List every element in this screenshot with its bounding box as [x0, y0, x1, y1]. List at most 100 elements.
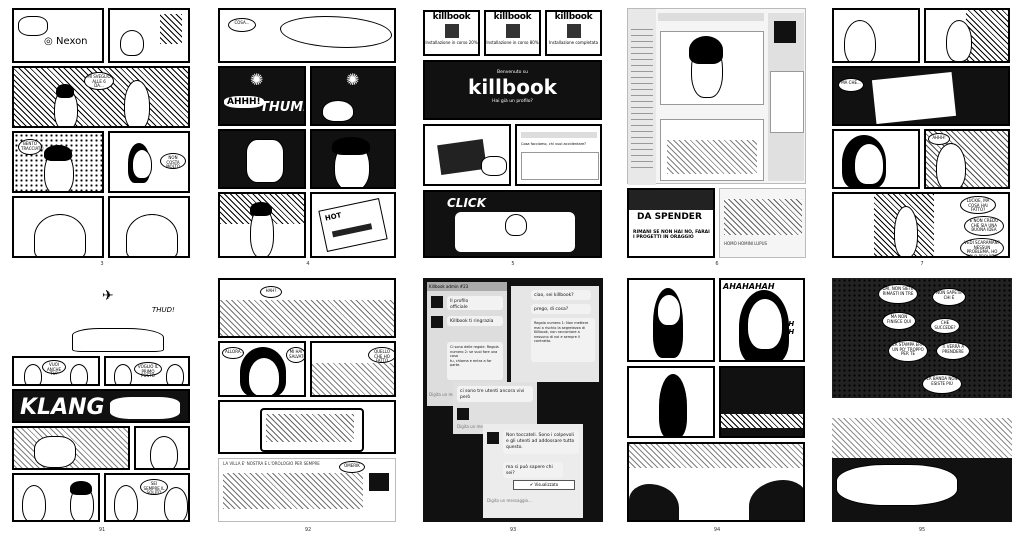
speech-bubble: QUELLO CHE HO FATTO	[368, 347, 394, 363]
avatar	[431, 316, 443, 328]
panel: MA CHE...	[832, 66, 1010, 126]
user-icon	[566, 24, 581, 38]
panel	[108, 196, 190, 258]
panel	[719, 366, 805, 438]
panel: AHHH!	[924, 129, 1010, 189]
panel	[310, 129, 396, 189]
comic-page-4: COSA... ✺ AHHH! THUMP ✺ HOT	[218, 8, 398, 258]
panel: DA SPENDER RIMANI SE NON HAI NO, FARAI I…	[627, 188, 715, 258]
panel: KLANG	[12, 389, 190, 423]
chat-message: ma si può sapere chi sei?	[503, 462, 563, 478]
sfx-text: CLICK	[447, 196, 487, 210]
post-card: HOMO HOMINI LUPUS	[719, 188, 806, 258]
nexon-label: Nexon	[56, 36, 88, 47]
panel: ✺	[310, 66, 396, 126]
page-number: 3	[100, 261, 104, 267]
speech-bubble: COSA...	[228, 18, 256, 32]
phone-screen-text: HOT	[324, 211, 343, 223]
panel: VUOI ANCHE TU?	[12, 356, 100, 386]
panel	[218, 192, 306, 258]
speech-bubble: VOGLIO IL PRIMO POSTO	[134, 362, 162, 378]
killbook-banner-title: killbook	[468, 75, 557, 99]
chat-message: Killbook ti ringrazia	[447, 316, 503, 326]
panel: QUELLO CHE HO FATTO	[310, 341, 396, 397]
comic-page-94: AHAHAHAH AH AH	[627, 278, 807, 522]
user-icon	[444, 24, 459, 38]
panel: AHAHAHAH AH AH	[719, 278, 805, 362]
speech-bubble: TI VERRÀ A PRENDERE	[936, 342, 970, 360]
sfx-text: THUMP	[260, 100, 304, 115]
page-number: 93	[509, 527, 517, 533]
panel: VOGLIO IL PRIMO POSTO	[104, 356, 190, 386]
seen-button[interactable]: ✔ Visualizzato	[513, 480, 575, 490]
speech-bubble: CHE SUCCEDE?	[930, 318, 960, 334]
message-input[interactable]: Digita un messaggio...	[457, 424, 502, 429]
panel	[627, 278, 715, 362]
message-input[interactable]: Digita un messaggio...	[487, 498, 532, 503]
panel: Cosa facciamo, chi vuoi accidentare?	[515, 124, 602, 186]
page-number: 95	[918, 527, 926, 533]
caption: LA VILLA E' NOSTRA E L'OROLOGIO PER SEMP…	[223, 461, 320, 466]
comic-page-5: killbook Installazione in corso 20% kill…	[423, 8, 603, 258]
chat-message: Regola numero 1: Non mettere mai a risch…	[531, 318, 595, 362]
chat-window: Non toccateli. Sono i colpevoli e gli ut…	[483, 424, 583, 518]
speech-bubble: NON COSTA MOLTO	[160, 153, 186, 169]
killbook-logo: killbook	[432, 12, 471, 22]
sfx-text: KLANG	[20, 395, 105, 420]
user-icon	[505, 24, 520, 38]
caption: RIMANI SE NON HAI NO, FARAI I PROGETTI I…	[633, 230, 710, 240]
avatar	[431, 296, 443, 308]
page-number: 6	[715, 261, 719, 267]
form-label: Cosa facciamo, chi vuoi accidentare?	[521, 142, 586, 146]
killbook-banner: Benvenuto su killbook Hai già un profilo…	[423, 60, 602, 120]
speech-bubble: HAH?	[260, 286, 282, 298]
chat-window: Killbook admin #23 Il profilo officiale …	[427, 282, 507, 406]
comic-page-93: Killbook admin #23 Il profilo officiale …	[423, 278, 603, 522]
sign-text: DA SPENDER	[637, 212, 702, 222]
panel	[108, 8, 190, 63]
chat-window: ciao, sei killbook? prego, di cosa? Rego…	[511, 286, 599, 382]
killbook-logo: killbook	[554, 12, 593, 22]
speech-bubble: MI SVEGLIO ALLE 6 DA...	[84, 72, 114, 90]
comic-page-7: MA CHE... AHHH! LUCKIE, MA COSA HAI FATT…	[832, 8, 1012, 258]
comic-page-91: ✈ THUD! VUOI ANCHE TU? VOGLIO IL PRIMO P…	[12, 278, 192, 522]
speech-bubble: AHHH!	[928, 133, 950, 145]
car-illustration	[72, 328, 164, 352]
chat-message: Il profilo officiale	[447, 296, 503, 310]
panel: SEI SEMPRE IL SOLITO	[104, 473, 190, 522]
page-number: 92	[304, 527, 312, 533]
panel	[627, 366, 715, 438]
speech-bubble: SEI SEMPRE IL SOLITO	[140, 479, 168, 495]
avatar	[457, 408, 469, 420]
post-card: LA VILLA E' NOSTRA E L'OROLOGIO PER SEMP…	[218, 458, 396, 522]
install-box: killbook Installazione in corso 80%	[484, 10, 541, 56]
panel: ✺ AHHH! THUMP	[218, 66, 306, 126]
post-label: HOMO HOMINI LUPUS	[724, 241, 768, 246]
speech-bubble: MA NON FINISCE QUI	[882, 312, 916, 330]
comic-page-6: DA SPENDER RIMANI SE NON HAI NO, FARAI I…	[627, 8, 807, 258]
panel	[218, 129, 306, 189]
speech-bubble: MI HAI SALVATO	[286, 347, 304, 363]
speech-bubble: OMERIK	[339, 461, 365, 473]
comic-page-92: HAH? ALLORA... MI HAI SALVATO QUELLO CHE…	[218, 278, 398, 522]
panel	[423, 124, 511, 186]
panel	[218, 400, 396, 454]
page-number: 4	[306, 261, 310, 267]
chat-header: Killbook admin #23	[427, 282, 507, 291]
form-input[interactable]	[521, 152, 599, 180]
speech-bubble: NON SAPETE CHI È	[932, 288, 966, 306]
message-input[interactable]: Digita un messaggio...	[429, 392, 474, 397]
comic-page-95: DAI, NON SIETE RIMASTI IN TRE NON SAPETE…	[832, 278, 1012, 522]
speech-bubble: VEDI SCARAMAN? NESSUN PROBLEMA, HO SOLO …	[960, 238, 1004, 256]
panel: ALLORA... MI HAI SALVATO	[218, 341, 306, 397]
panel: Nexon ◎	[12, 8, 104, 63]
speech-bubble: LA BANDA NON ESISTE PIÙ	[922, 374, 962, 394]
nexon-logo-icon: ◎	[44, 36, 53, 47]
comic-page-3: Nexon ◎ MI SVEGLIO ALLE 6 DA... BENTO TR…	[12, 8, 192, 258]
panel: CLICK	[423, 190, 602, 258]
speech-bubble: E NON CREDO CHE SIA UNA BUONA IDEA	[964, 216, 1004, 236]
chat-message: ciao, sei killbook?	[531, 290, 591, 300]
killbook-feed	[627, 8, 806, 185]
panel: LUCKIE, MA COSA HAI FATTO? E NON CREDO C…	[832, 192, 1010, 258]
sfx-text: THUD!	[152, 306, 175, 314]
